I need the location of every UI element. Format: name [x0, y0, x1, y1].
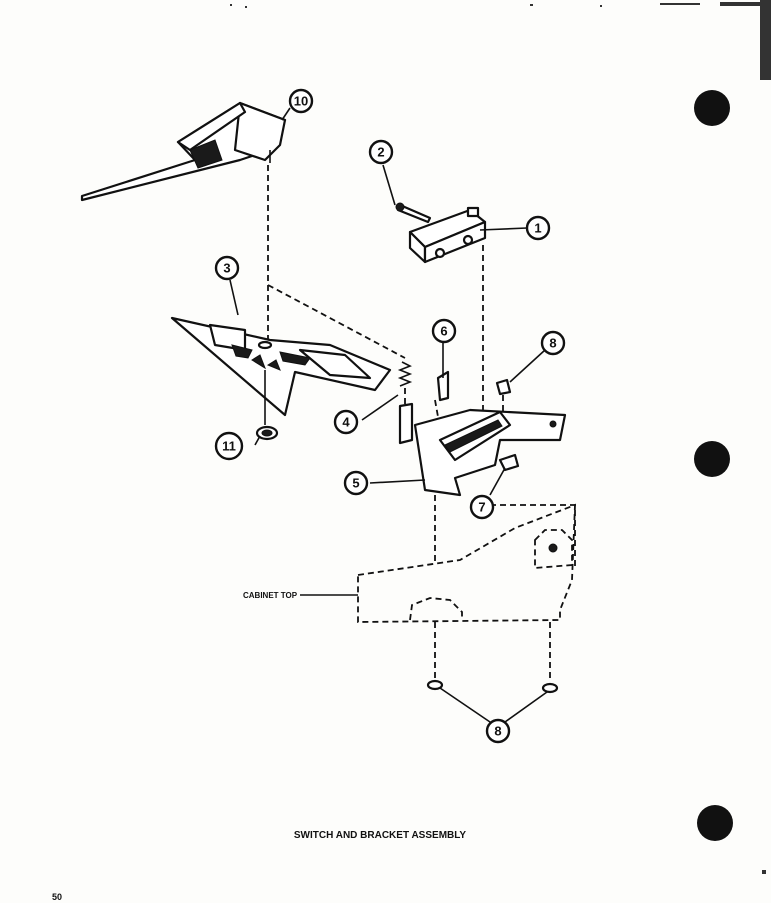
cabinet-top-label: CABINET TOP — [243, 591, 298, 600]
part-6-clip — [434, 370, 450, 429]
part-1-switch — [408, 206, 487, 264]
page-number: 50 — [52, 892, 62, 902]
diagram-title: SWITCH AND BRACKET ASSEMBLY — [294, 830, 467, 841]
callout-8-upper: 8 — [540, 330, 566, 356]
part-9-screws — [426, 622, 559, 723]
binder-hole-bottom — [697, 805, 733, 841]
svg-text:8: 8 — [494, 724, 501, 739]
leader-lines — [229, 107, 546, 496]
binder-hole-top — [694, 90, 730, 126]
callout-1: 1 — [525, 215, 551, 241]
callout-2: 2 — [368, 139, 394, 165]
part-5-switch-bracket — [413, 408, 567, 497]
svg-text:7: 7 — [478, 500, 485, 515]
svg-text:8: 8 — [549, 336, 556, 351]
callout-5: 5 — [343, 470, 369, 496]
svg-text:3: 3 — [223, 261, 230, 276]
svg-text:11: 11 — [222, 439, 236, 454]
svg-text:1: 1 — [534, 221, 541, 236]
callout-11: 11 — [214, 431, 244, 461]
svg-text:6: 6 — [440, 324, 447, 339]
binder-hole-middle — [694, 441, 730, 477]
part-2-screw — [395, 202, 432, 224]
part-11-nut — [255, 425, 279, 441]
svg-text:10: 10 — [294, 94, 308, 109]
svg-text:4: 4 — [342, 415, 350, 430]
svg-text:5: 5 — [352, 476, 359, 491]
part-3-bracket — [170, 316, 392, 425]
callout-6: 6 — [431, 318, 457, 344]
part-8-nut-upper — [495, 378, 512, 414]
callout-7: 7 — [469, 494, 495, 520]
svg-text:2: 2 — [377, 145, 384, 160]
part-10-actuator — [80, 101, 287, 202]
scan-noise — [230, 0, 771, 874]
part-4-spring — [397, 361, 414, 445]
callout-8-lower: 8 — [485, 718, 511, 744]
cabinet-top — [300, 503, 576, 623]
callout-10: 10 — [288, 88, 314, 114]
callout-4: 4 — [333, 409, 359, 435]
callout-3: 3 — [214, 255, 240, 281]
